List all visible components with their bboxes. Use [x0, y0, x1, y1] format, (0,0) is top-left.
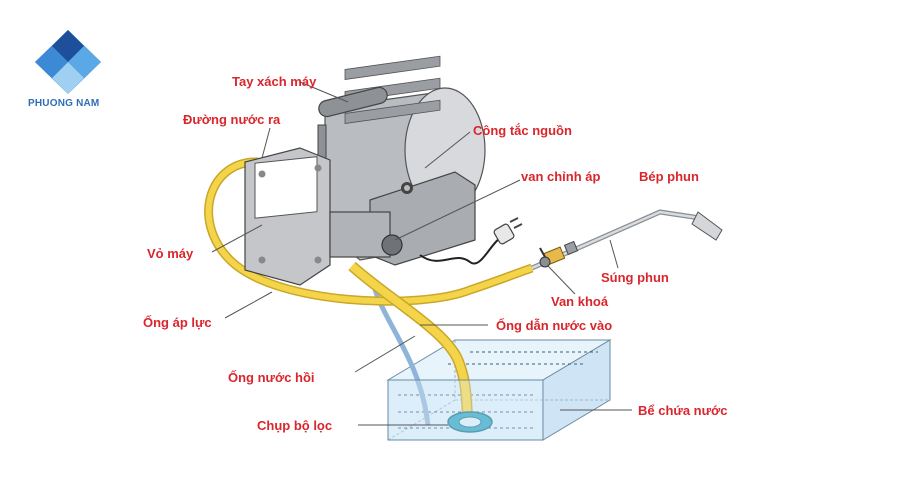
label-nozzle: Bép phun	[639, 169, 699, 184]
label-filter: Chụp bộ lọc	[257, 418, 333, 433]
label-water-tank: Bể chứa nước	[638, 403, 728, 418]
label-handle: Tay xách máy	[232, 74, 317, 89]
label-pressure-hose: Ống áp lực	[143, 315, 212, 330]
power-plug-icon	[493, 217, 523, 245]
carry-handle-shape	[317, 86, 388, 171]
water-tank-front	[387, 379, 544, 441]
leader-lines	[211, 81, 632, 426]
brand-logo-icon	[35, 30, 101, 94]
label-power-switch: Công tắc nguồn	[473, 123, 572, 138]
power-cord-shape	[419, 237, 501, 265]
label-return-hose: Ống nước hồi	[228, 370, 315, 385]
pump-housing-shape	[244, 147, 331, 286]
inlet-hose-shape	[349, 263, 472, 421]
label-outlet: Đường nước ra	[183, 112, 281, 127]
label-housing: Vỏ máy	[147, 246, 194, 261]
pressure-hose-shape	[205, 158, 533, 305]
brand-name: PHUONG NAM	[28, 98, 100, 109]
filter-cap-shape	[447, 411, 493, 433]
label-inlet-hose: Ống dẫn nước vào	[496, 318, 613, 333]
lock-valve-shape	[539, 247, 551, 268]
label-regulator: van chỉnh áp	[521, 169, 601, 184]
label-spray-gun: Súng phun	[601, 270, 669, 285]
label-lock-valve: Van khoá	[551, 294, 609, 309]
pressure-regulator-shape	[329, 211, 403, 258]
nozzle-tip-shape	[691, 211, 723, 241]
